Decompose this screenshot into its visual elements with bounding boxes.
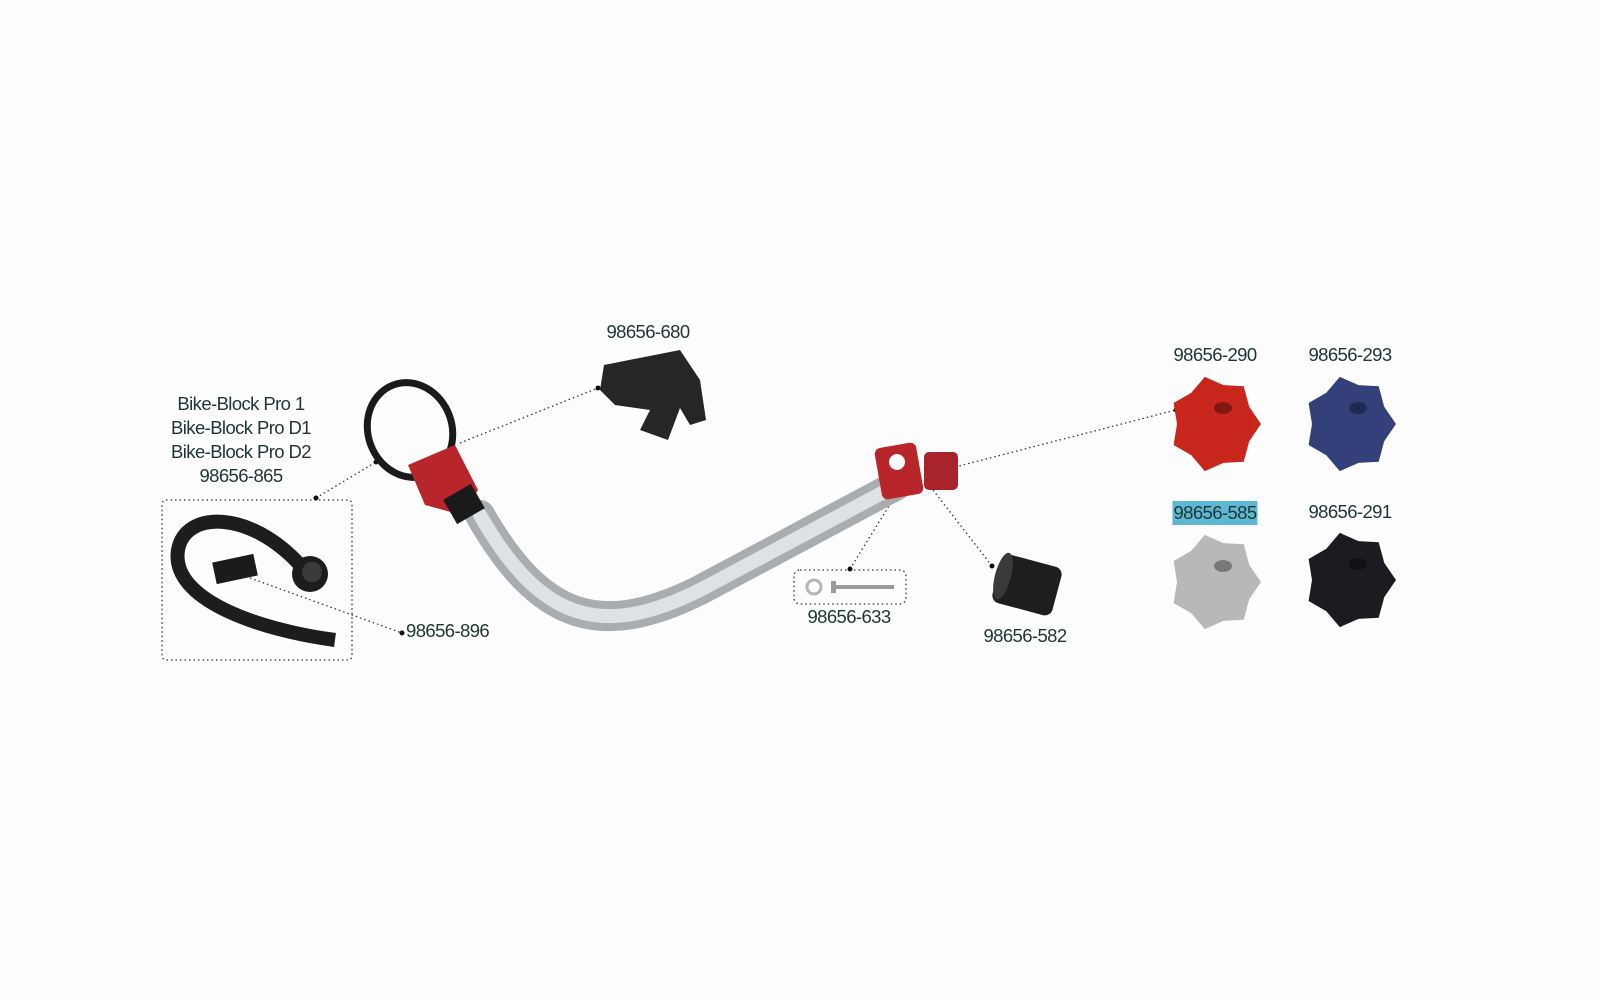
product-line: Bike-Block Pro D2 (171, 441, 312, 462)
bolt-633 (805, 578, 894, 596)
spacer-582 (992, 552, 1062, 616)
product-line: Bike-Block Pro D1 (171, 417, 312, 438)
knob-293-hole (1349, 402, 1367, 414)
part-label-680: 98656-680 (606, 321, 690, 342)
knob-293 (1308, 376, 1396, 472)
knob-585-hole (1214, 560, 1232, 572)
knob-290 (1173, 376, 1261, 472)
product-line: Bike-Block Pro 1 (177, 393, 305, 414)
product-names: Bike-Block Pro 1 Bike-Block Pro D1 Bike-… (171, 392, 312, 488)
part-label-582: 98656-582 (983, 625, 1067, 646)
part-label-633: 98656-633 (807, 606, 891, 627)
product-line: 98656-865 (199, 465, 283, 486)
knob-585 (1173, 534, 1261, 630)
knob-291 (1308, 532, 1396, 628)
clamp (874, 442, 958, 500)
part-label-293: 98656-293 (1308, 344, 1392, 365)
part-label-290: 98656-290 (1173, 344, 1257, 365)
knob-290-hole (1214, 402, 1232, 414)
part-label-585-highlighted: 98656-585 (1172, 501, 1258, 525)
strap (170, 514, 336, 647)
part-label-896: 98656-896 (406, 620, 490, 641)
part-label-291: 98656-291 (1308, 501, 1392, 522)
pad-680 (600, 350, 706, 440)
frame-holder (363, 379, 485, 525)
knob-291-hole (1349, 558, 1367, 570)
